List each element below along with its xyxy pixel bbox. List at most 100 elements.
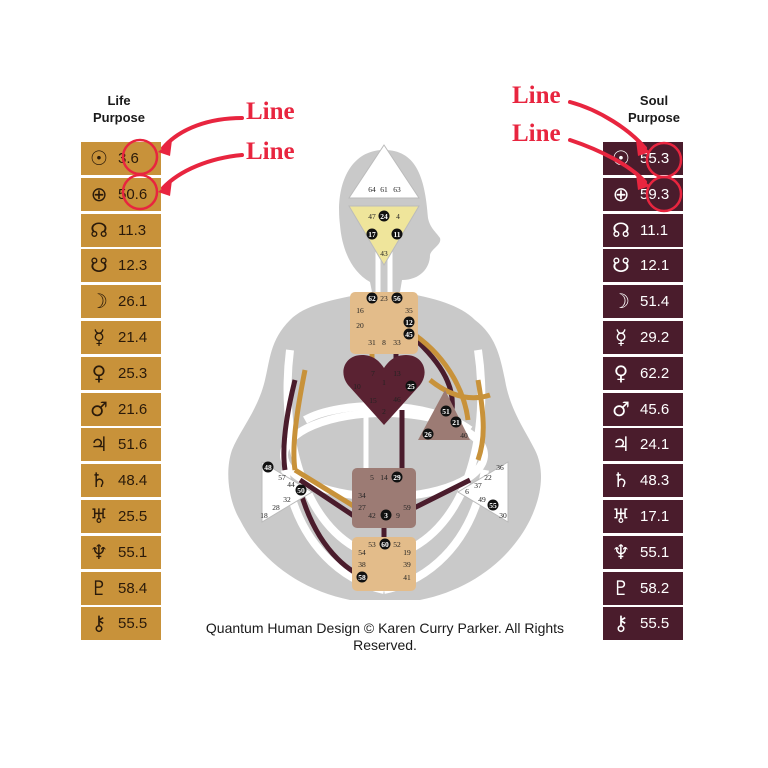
planet-glyph-icon: ♅: [612, 503, 630, 528]
throat-gate: 45: [403, 328, 415, 340]
gate-number: 3: [384, 511, 388, 520]
solar-plexus-gate: 55: [487, 499, 499, 511]
gate-line-value: 17.1: [640, 507, 670, 525]
planet-glyph-icon: ☿: [614, 324, 628, 349]
root-gate: 60: [379, 538, 391, 550]
heart-gate: 51: [440, 405, 452, 417]
gate-number: 46: [393, 395, 401, 404]
gate-number: 26: [424, 430, 432, 439]
spleen-gate: 44: [287, 480, 295, 489]
gate-number: 13: [393, 369, 401, 378]
gate-number: 10: [353, 382, 361, 391]
soul-title-line2: Purpose: [627, 110, 680, 125]
gate-number: 30: [499, 511, 507, 520]
gate-number: 23: [380, 294, 388, 303]
gate-number: 55: [489, 501, 497, 510]
sacral-gate: 29: [391, 471, 403, 483]
gate-number: 29: [393, 473, 401, 482]
gate-number: 60: [381, 540, 389, 549]
heart-gate: 40: [460, 431, 468, 440]
arrow-heads: [158, 140, 650, 196]
gate-number: 32: [283, 495, 291, 504]
planet-glyph-icon: ⚷: [613, 611, 629, 636]
gate-number: 33: [393, 338, 401, 347]
g-center: [343, 355, 425, 425]
sacral-gate: 9: [396, 511, 400, 520]
soul-planet-row: ☊11.1: [603, 213, 683, 247]
gate-number: 43: [380, 249, 388, 258]
soul-planet-row: ☿29.2: [603, 320, 683, 354]
gate-number: 64: [368, 185, 376, 194]
sacral-gate: 59: [403, 503, 411, 512]
g-gate: 1: [382, 378, 386, 387]
spleen-gate: 50: [295, 484, 307, 496]
gate-line-value: 51.6: [118, 436, 148, 454]
planet-glyph-icon: ♃: [90, 432, 108, 457]
planet-glyph-icon: ☽: [90, 289, 108, 314]
gate-number: 56: [393, 294, 401, 303]
gate-number: 12: [405, 318, 413, 327]
gate-number: 21: [452, 418, 460, 427]
throat-gate: 56: [391, 292, 403, 304]
sacral-gate: 14: [380, 473, 388, 482]
gate-number: 4: [396, 212, 400, 221]
throat-gate: 16: [356, 306, 364, 315]
planet-glyph-icon: ♇: [90, 575, 108, 600]
spleen-gate: 48: [262, 461, 274, 473]
sacral-gate: 42: [368, 511, 376, 520]
gate-line-value: 11.3: [118, 221, 147, 239]
gate-line-value: 11.1: [640, 221, 669, 239]
soul-planet-row: ☽ 51.4: [603, 285, 683, 319]
life-planet-row: ♄48.4: [81, 464, 161, 498]
gate-line-value: 26.1: [118, 293, 148, 311]
head-gate: 63: [393, 185, 401, 194]
gate-line-value: 12.1: [640, 257, 670, 275]
gate-number: 1: [382, 378, 386, 387]
gate-number: 20: [356, 321, 364, 330]
throat-gate: 33: [393, 338, 401, 347]
planet-glyph-icon: ⚷: [91, 611, 107, 636]
planet-glyph-icon: ☉: [90, 146, 108, 170]
gate-number: 28: [272, 503, 280, 512]
gate-line-value: 55.5: [118, 615, 148, 633]
planet-glyph-icon: ♂: [90, 396, 108, 421]
soul-planet-row: ♇58.2: [603, 571, 683, 605]
gate-line-value: 25.3: [118, 364, 148, 382]
throat-gate: 8: [382, 338, 386, 347]
gate-line-value: 21.4: [118, 328, 148, 346]
gate-number: 42: [368, 511, 376, 520]
gate-line-value: 48.4: [118, 472, 148, 490]
gate-number: 61: [380, 185, 388, 194]
gate-line-value: 51.4: [640, 293, 670, 311]
root-gate: 53: [368, 540, 376, 549]
heart-gate: 26: [422, 428, 434, 440]
planet-glyph-icon: ⊕: [612, 181, 630, 206]
life-title-line2: Purpose: [92, 110, 145, 125]
soul-planet-row: ☋12.1: [603, 249, 683, 283]
spleen-gate: 57: [278, 473, 286, 482]
soul-planet-row: ♂45.6: [603, 392, 683, 426]
sacral-center: [352, 468, 416, 528]
planet-glyph-icon: ☽: [612, 289, 630, 314]
gate-number: 22: [484, 473, 492, 482]
throat-gate: 31: [368, 338, 376, 347]
planet-glyph-icon: ♂: [612, 396, 630, 421]
life-planet-row: ☿21.4: [81, 320, 161, 354]
gate-number: 37: [474, 481, 482, 490]
throat-gate: 62: [366, 292, 378, 304]
gate-number: 5: [370, 473, 374, 482]
annotation-arrows: [161, 100, 647, 190]
gate-number: 50: [297, 486, 305, 495]
planet-glyph-icon: ☊: [90, 217, 108, 242]
gate-line-value: 58.4: [118, 579, 148, 597]
copyright-caption: Quantum Human Design © Karen Curry Parke…: [205, 620, 565, 653]
heart-gate: 21: [450, 416, 462, 428]
life-planet-row: ♃ 51.6: [81, 428, 161, 462]
soul-title-line1: Soul: [639, 93, 669, 108]
line-label-2: Line: [246, 138, 295, 165]
throat-center: [350, 292, 418, 354]
gate-line-value: 55.1: [640, 543, 670, 561]
planet-glyph-icon: ♃: [612, 432, 630, 457]
planet-glyph-icon: ♀: [91, 360, 107, 385]
planet-glyph-icon: ♅: [90, 503, 108, 528]
